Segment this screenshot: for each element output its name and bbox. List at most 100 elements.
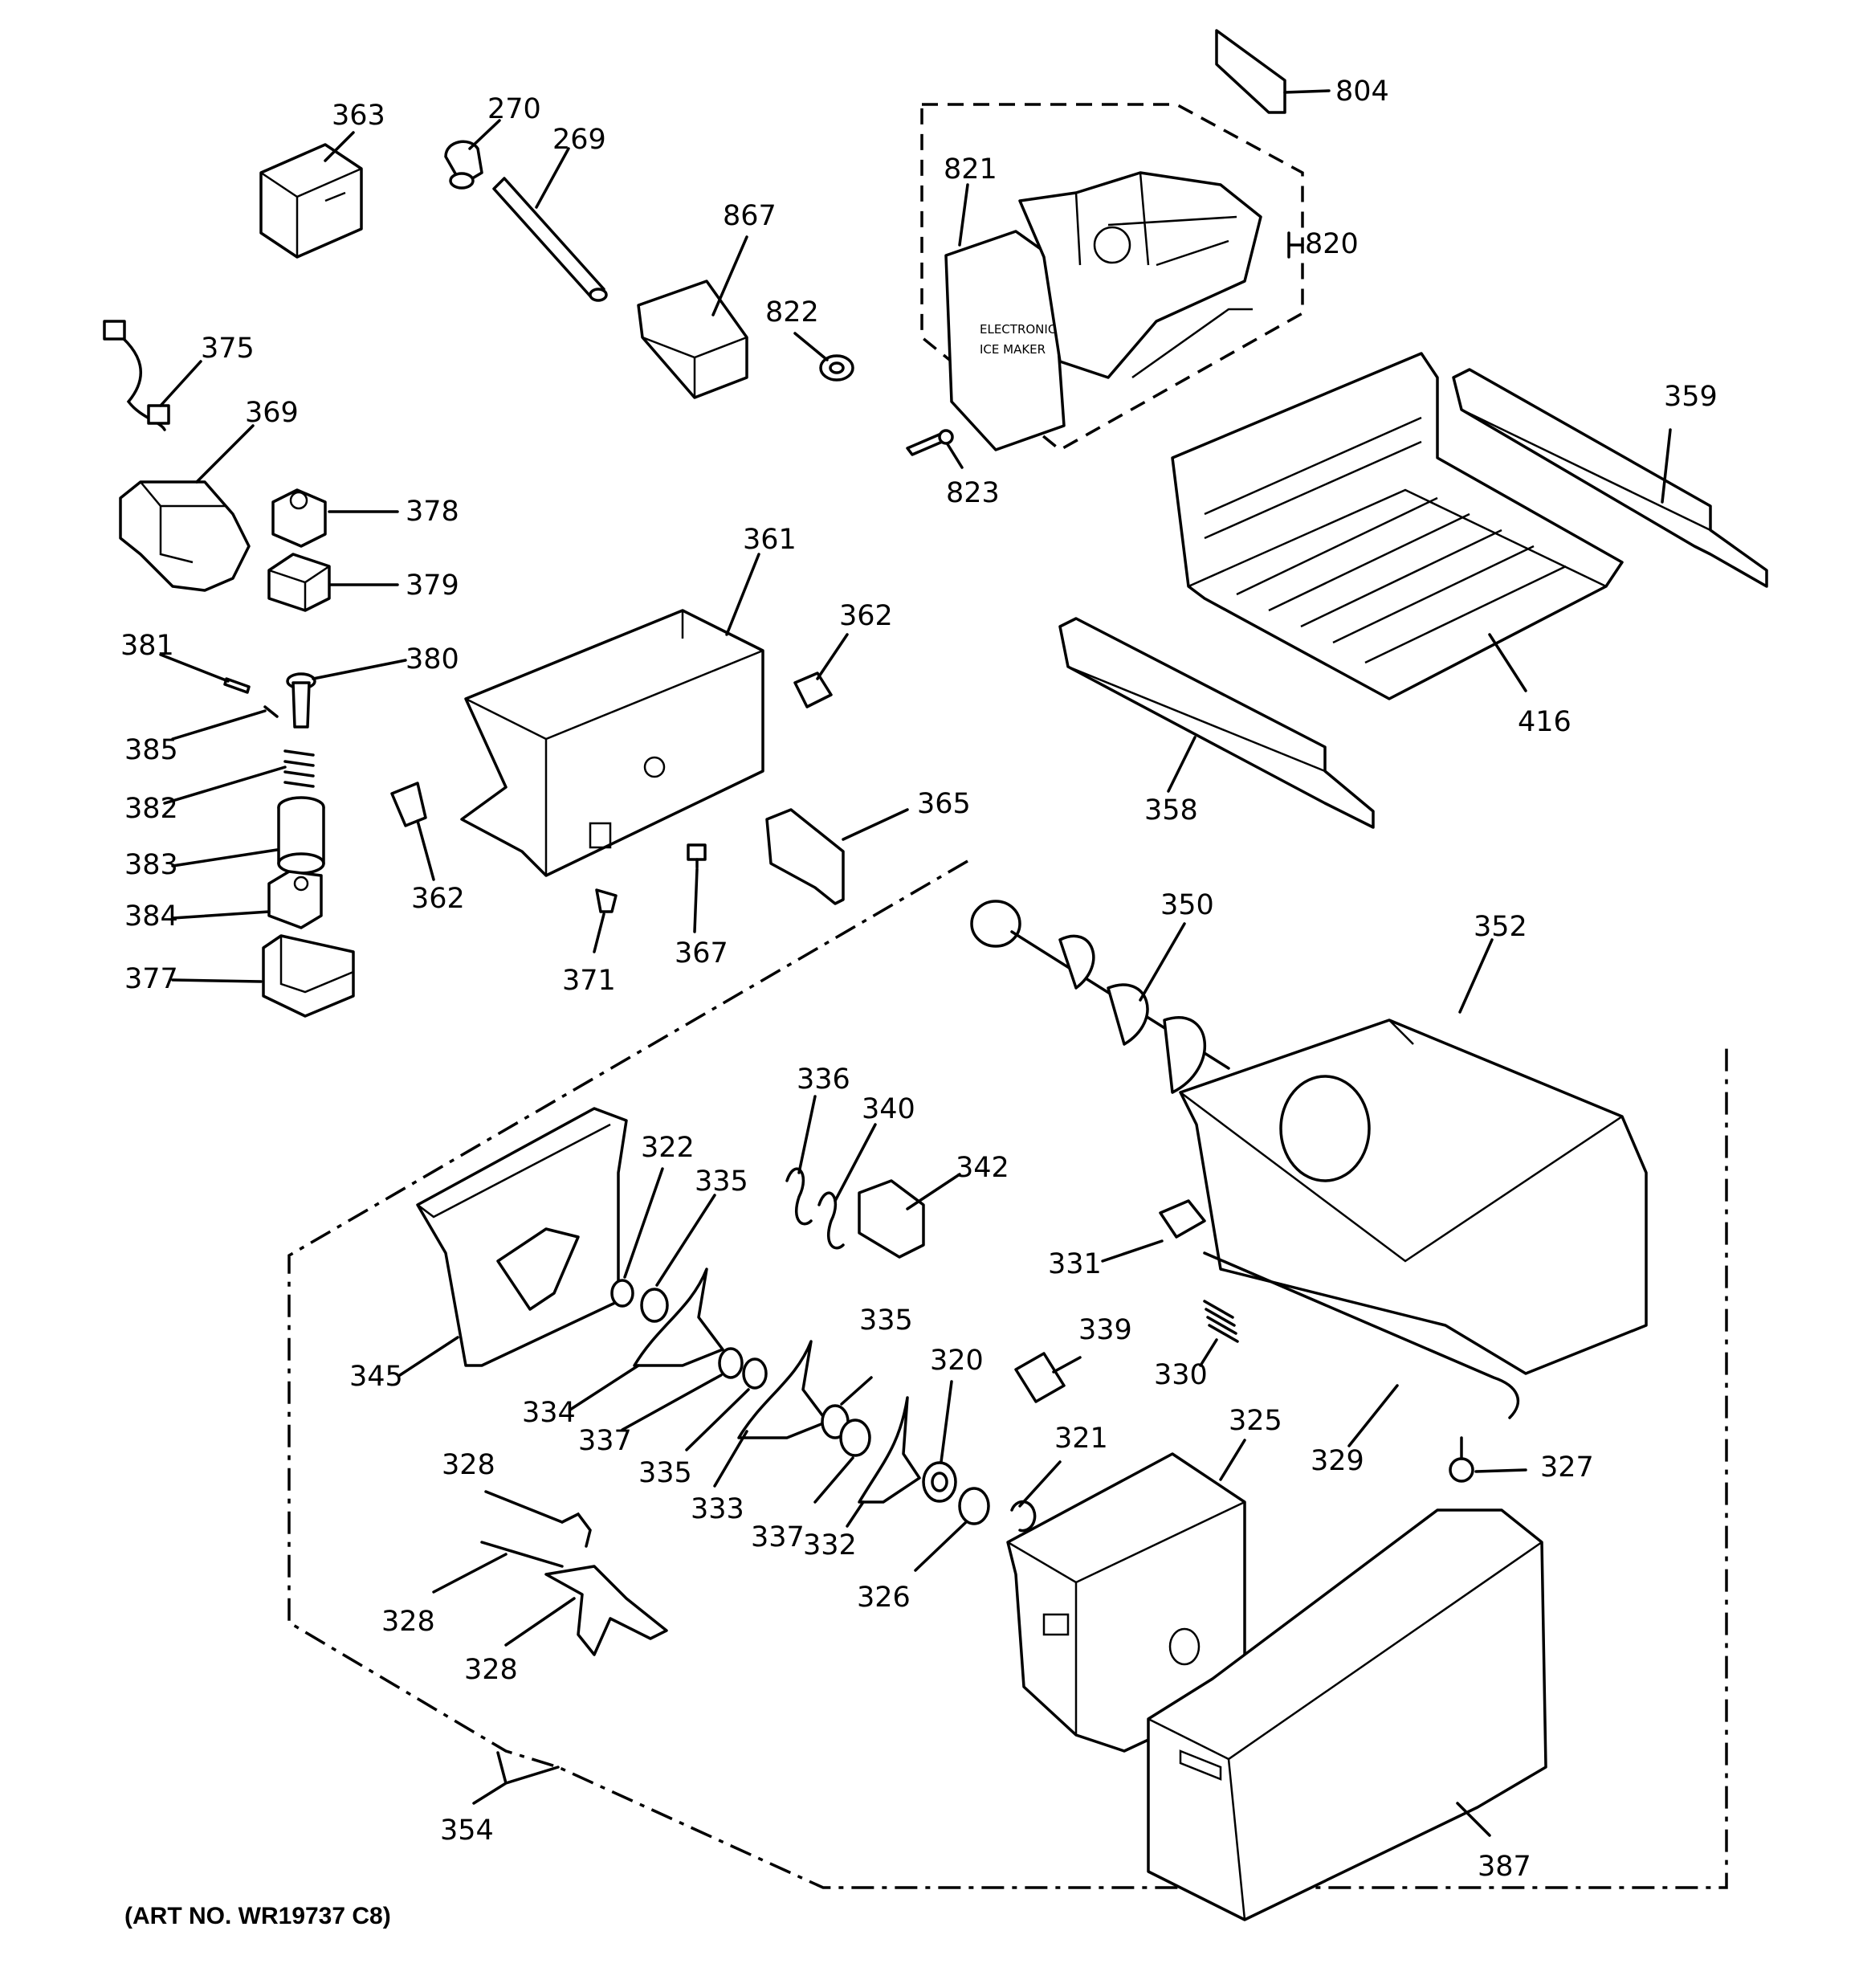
leader-328b [432, 1553, 508, 1594]
part-328-actuator [480, 1512, 668, 1656]
leader-322 [623, 1167, 664, 1279]
leader-820 [1287, 231, 1304, 259]
leader-321 [1018, 1460, 1062, 1508]
leader-336 [797, 1095, 817, 1174]
callout-337a: 337 [578, 1425, 632, 1457]
callout-387: 387 [1478, 1851, 1531, 1883]
leader-331 [1101, 1239, 1164, 1263]
leader-345 [398, 1336, 459, 1377]
part-333-blade [737, 1340, 829, 1439]
callout-354: 354 [440, 1815, 494, 1847]
part-335a-washer [640, 1288, 669, 1323]
callout-823: 823 [946, 477, 1000, 509]
leader-867 [711, 235, 748, 316]
callout-335c: 335 [859, 1304, 913, 1337]
icemaker-face-line2: ICE MAKER [980, 342, 1046, 357]
leader-384 [171, 910, 271, 920]
leader-822 [793, 332, 829, 361]
callout-269: 269 [552, 124, 606, 156]
callout-321: 321 [1054, 1423, 1108, 1455]
callout-352: 352 [1474, 911, 1527, 943]
part-332-blade [858, 1396, 921, 1504]
leader-358 [1167, 736, 1196, 793]
callout-270: 270 [487, 93, 541, 125]
part-416-tray [1171, 352, 1624, 700]
part-334-blade [633, 1268, 724, 1367]
leader-339 [1052, 1356, 1082, 1374]
part-385-pin [263, 705, 279, 718]
leader-363 [324, 131, 355, 162]
leader-387 [1456, 1802, 1491, 1837]
part-361-housing [460, 609, 764, 877]
part-331-bracket [1159, 1199, 1206, 1239]
callout-385: 385 [124, 734, 178, 766]
leader-362b [416, 819, 435, 881]
part-329-rod [1203, 1251, 1519, 1419]
callout-380: 380 [406, 643, 459, 676]
part-384-bracket [267, 870, 323, 929]
part-377-bracket [262, 934, 355, 1018]
callout-358: 358 [1144, 794, 1198, 827]
leader-337a [621, 1374, 723, 1431]
part-367-screw [687, 843, 707, 869]
callout-822: 822 [765, 296, 819, 329]
leader-269 [535, 147, 570, 209]
part-325-cover [1006, 1452, 1246, 1753]
callout-334: 334 [522, 1397, 576, 1429]
callout-320: 320 [930, 1345, 984, 1377]
leader-330 [1199, 1338, 1218, 1367]
leader-320 [940, 1380, 953, 1463]
callout-342: 342 [956, 1152, 1009, 1184]
part-320-bearing [922, 1461, 957, 1503]
part-321-clip [1010, 1500, 1037, 1533]
part-369-valve [119, 480, 251, 592]
part-382-spring [283, 749, 315, 788]
leader-352 [1458, 938, 1494, 1014]
part-823-screw [906, 429, 954, 456]
part-270-elbow [444, 140, 483, 190]
callout-371: 371 [562, 965, 616, 997]
leader-270 [468, 119, 501, 150]
callout-326: 326 [857, 1582, 911, 1614]
part-379-block [267, 553, 331, 612]
part-867-tray [637, 280, 748, 399]
leader-340 [834, 1123, 877, 1202]
callout-345: 345 [349, 1361, 403, 1393]
callout-328b: 328 [381, 1606, 435, 1638]
part-822-grommet [819, 354, 854, 382]
part-337b-washer [839, 1419, 871, 1457]
leader-385 [171, 709, 267, 741]
callout-361: 361 [743, 524, 797, 556]
callout-325: 325 [1229, 1405, 1282, 1437]
art-number: (ART NO. WR19737 C8) [124, 1903, 391, 1929]
leader-375 [159, 360, 202, 407]
callout-328c: 328 [464, 1654, 518, 1686]
leader-359 [1661, 428, 1672, 504]
callout-336: 336 [797, 1063, 850, 1096]
callout-322: 322 [641, 1132, 695, 1164]
leader-332 [846, 1500, 865, 1528]
callout-333: 333 [691, 1493, 744, 1525]
part-336-spring [785, 1167, 813, 1226]
callout-382: 382 [124, 793, 178, 825]
leader-361 [725, 553, 760, 636]
part-342-bracket [858, 1179, 925, 1259]
leader-342 [906, 1173, 961, 1210]
part-345-housing [416, 1107, 628, 1367]
leader-821 [958, 183, 969, 247]
leader-334 [569, 1364, 640, 1411]
callout-330: 330 [1154, 1359, 1208, 1391]
callout-339: 339 [1078, 1314, 1132, 1346]
leader-333 [713, 1430, 748, 1488]
leader-383 [171, 848, 279, 867]
part-378-coil [271, 488, 327, 548]
leader-362a [816, 633, 849, 680]
callout-375: 375 [201, 333, 255, 365]
callout-416: 416 [1518, 706, 1572, 738]
callout-820: 820 [1305, 228, 1359, 260]
part-330-spring [1203, 1300, 1239, 1343]
callout-821: 821 [944, 153, 997, 186]
leader-326 [914, 1521, 968, 1572]
leader-328c [504, 1597, 576, 1647]
